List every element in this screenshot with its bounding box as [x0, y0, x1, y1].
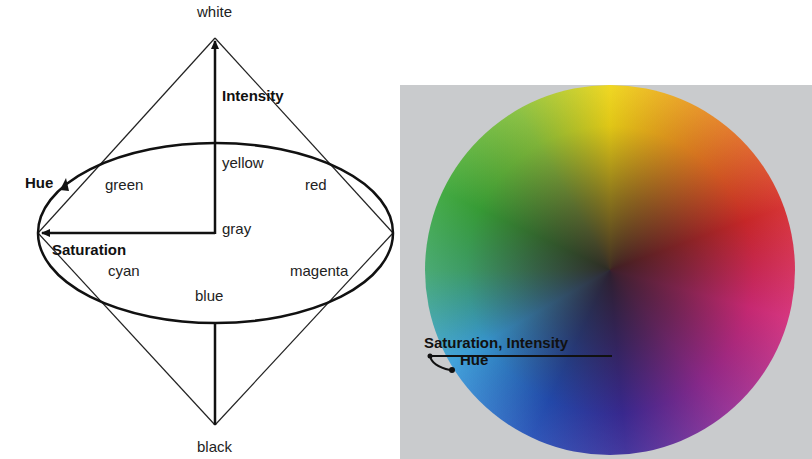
color-name: red [305, 177, 327, 193]
hsi-double-cone [0, 0, 400, 459]
axis-label: Saturation, Intensity [424, 335, 568, 351]
pole-label: white [197, 4, 232, 20]
color-name: blue [195, 288, 223, 304]
color-wheel [425, 85, 795, 455]
color-name: yellow [222, 155, 264, 171]
color-name: gray [222, 221, 251, 237]
color-name: green [105, 177, 143, 193]
pole-label: black [197, 439, 232, 455]
axis-label: Intensity [222, 88, 284, 104]
color-name: magenta [290, 263, 348, 279]
axis-label: Hue [460, 352, 488, 368]
axis-label: Saturation [52, 242, 126, 258]
axis-label: Hue [25, 175, 53, 191]
color-name: cyan [108, 263, 140, 279]
